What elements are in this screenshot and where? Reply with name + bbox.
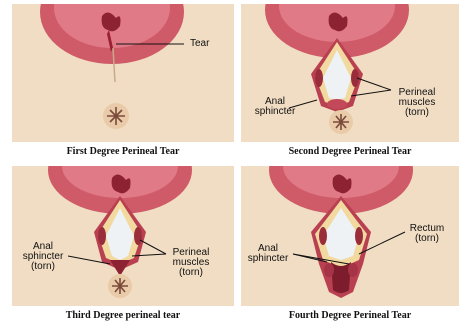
label-tear: Tear xyxy=(190,39,209,49)
label-anal-line2: sphincter xyxy=(248,253,289,264)
panel-second-degree: Anal sphincter Perineal muscles (torn) xyxy=(241,4,459,142)
label-anal-sphincter-torn: Anal sphincter (torn) xyxy=(18,242,68,272)
panel-first-degree: Tear xyxy=(12,4,234,142)
second-degree-illustration xyxy=(241,4,459,142)
label-anal-sphincter: Anal sphincter xyxy=(251,97,299,117)
caption-fourth-degree: Fourth Degree Perineal Tear xyxy=(241,310,459,321)
caption-third-degree: Third Degree perineal tear xyxy=(12,310,234,321)
first-degree-illustration xyxy=(12,4,234,142)
label-anal-sphincter: Anal sphincter xyxy=(243,244,293,264)
label-anal-line3: (torn) xyxy=(31,261,55,272)
label-perineal-muscles-torn: Perineal muscles (torn) xyxy=(164,248,218,278)
label-rectum-torn: Rectum (torn) xyxy=(405,224,449,244)
panel-fourth-degree: Anal sphincter Rectum (torn) xyxy=(241,166,459,306)
label-rectum-line2: (torn) xyxy=(415,233,439,244)
caption-first-degree: First Degree Perineal Tear xyxy=(12,146,234,157)
panel-third-degree: Anal sphincter (torn) Perineal muscles (… xyxy=(12,166,234,306)
third-degree-illustration xyxy=(12,166,234,306)
caption-second-degree: Second Degree Perineal Tear xyxy=(241,146,459,157)
label-perineal-line3: (torn) xyxy=(179,267,203,278)
label-perineal-line3: (torn) xyxy=(405,107,429,118)
label-perineal-muscles: Perineal muscles (torn) xyxy=(391,88,443,118)
label-anal-line2: sphincter xyxy=(255,106,296,117)
